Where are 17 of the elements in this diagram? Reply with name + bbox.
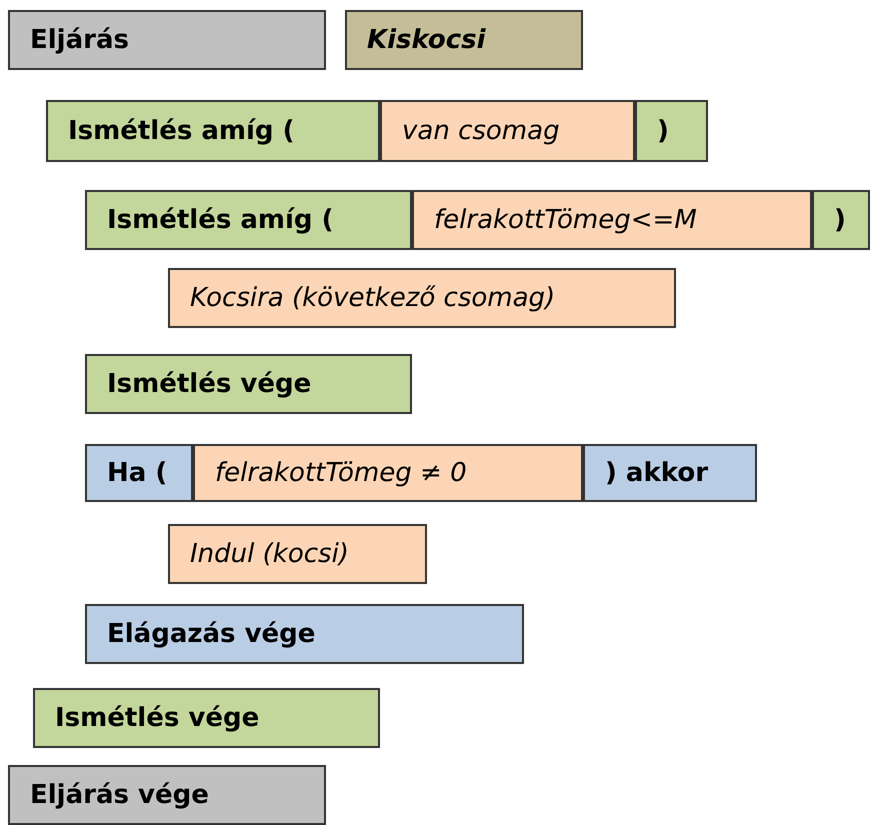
loop-end-keyword: Ismétlés vége bbox=[33, 688, 380, 748]
procedure-end-keyword: Eljárás vége bbox=[8, 765, 326, 825]
statement-block: Indul (kocsi) bbox=[168, 524, 427, 584]
condition-field: felrakottTömeg<=M bbox=[412, 190, 812, 250]
loop-keyword: ) bbox=[635, 100, 708, 162]
branch-end-keyword: Elágazás vége bbox=[85, 604, 524, 664]
loop-keyword: Ismétlés amíg ( bbox=[85, 190, 412, 250]
procedure-name: Kiskocsi bbox=[345, 10, 583, 70]
loop-keyword: ) bbox=[812, 190, 870, 250]
condition-field: van csomag bbox=[380, 100, 635, 162]
loop-end-keyword: Ismétlés vége bbox=[85, 354, 412, 414]
procedure-keyword: Eljárás bbox=[8, 10, 326, 70]
condition-field: felrakottTömeg ≠ 0 bbox=[193, 444, 583, 502]
branch-keyword: ) akkor bbox=[583, 444, 757, 502]
loop-keyword: Ismétlés amíg ( bbox=[46, 100, 380, 162]
statement-block: Kocsira (következő csomag) bbox=[168, 268, 676, 328]
branch-keyword: Ha ( bbox=[85, 444, 193, 502]
